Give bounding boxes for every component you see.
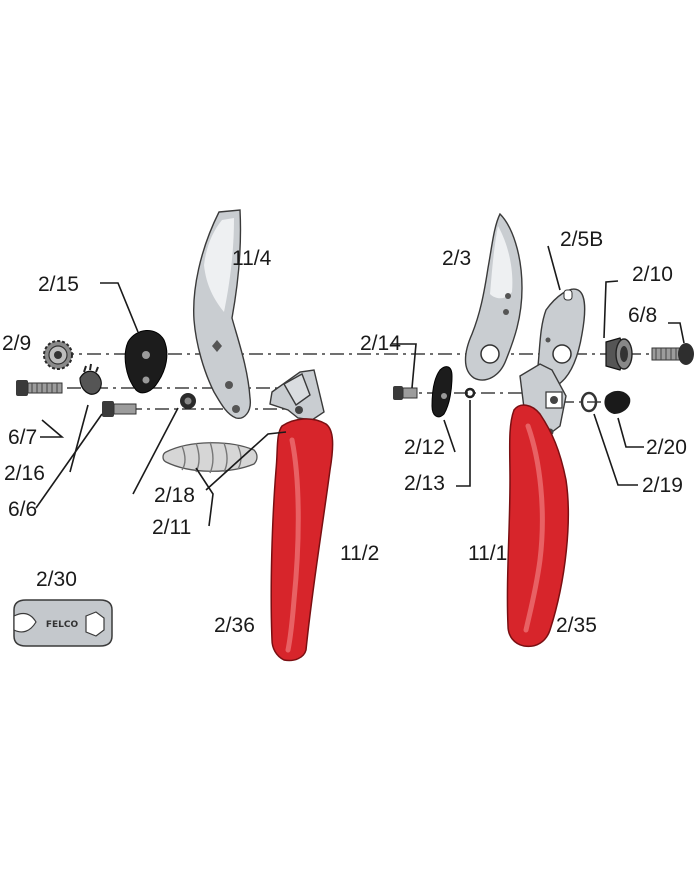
label-2-10: 2/10 <box>632 263 673 286</box>
label-2-11: 2/11 <box>152 516 191 539</box>
part-2-18-nut <box>180 393 196 409</box>
part-2-19-washer <box>580 391 598 413</box>
felco-logo-text: FELCO <box>46 620 79 630</box>
part-11-4-anvil-blade <box>193 209 251 419</box>
part-6-6-bolt <box>102 401 137 417</box>
label-11-1: 11/1 <box>468 542 507 565</box>
label-2-16: 2/16 <box>4 462 45 485</box>
label-2-36: 2/36 <box>214 614 255 637</box>
part-2-13-ring <box>464 387 476 399</box>
diamond-hole <box>212 340 222 352</box>
label-11-2: 11/2 <box>340 542 379 565</box>
label-2-19: 2/19 <box>642 474 683 497</box>
label-6-6: 6/6 <box>8 498 37 521</box>
label-2-12: 2/12 <box>404 436 445 459</box>
part-2-14-screw <box>393 386 418 400</box>
part-2-12-dark-lever <box>431 366 453 418</box>
label-2-15: 2/15 <box>38 273 79 296</box>
part-6-7-bolt <box>16 380 63 396</box>
label-2-30: 2/30 <box>36 568 77 591</box>
part-labels: 2/15 2/9 6/7 2/16 6/6 2/18 2/11 11/4 11/… <box>2 228 687 637</box>
label-2-14: 2/14 <box>360 332 401 355</box>
label-2-13: 2/13 <box>404 472 445 495</box>
label-2-35: 2/35 <box>556 614 597 637</box>
label-2-3: 2/3 <box>442 247 471 270</box>
part-2-36-red-handle-cover <box>270 418 334 662</box>
part-11-2-lower-handle <box>269 369 325 421</box>
label-2-18: 2/18 <box>154 484 195 507</box>
part-2-35-red-handle-cover <box>506 404 570 648</box>
part-2-30-wrench-key: FELCO <box>13 599 113 647</box>
part-2-9-gear-washer <box>43 340 73 370</box>
part-2-10-bushing <box>605 337 633 371</box>
part-2-5b-upper-handle-head <box>537 288 586 388</box>
part-2-16-spring-clip <box>79 363 102 395</box>
label-2-20: 2/20 <box>646 436 687 459</box>
part-2-15-dark-plate <box>124 330 168 394</box>
part-2-3-cutting-blade <box>464 212 523 381</box>
part-6-8-bolt <box>651 343 694 365</box>
leader-lines <box>35 245 685 527</box>
label-2-5b: 2/5B <box>560 228 603 251</box>
label-6-8: 6/8 <box>628 304 657 327</box>
label-11-4: 11/4 <box>232 247 272 270</box>
label-6-7: 6/7 <box>8 426 37 449</box>
part-2-20-cap-nut <box>604 390 631 414</box>
label-2-9: 2/9 <box>2 332 31 355</box>
